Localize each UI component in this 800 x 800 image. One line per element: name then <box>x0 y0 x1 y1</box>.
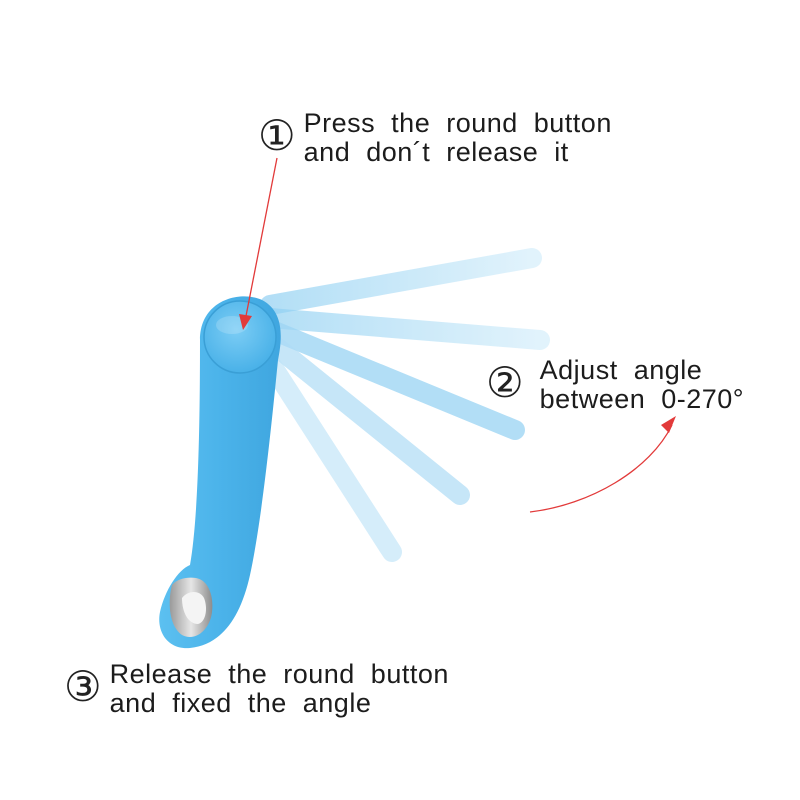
step-1-number: ① <box>258 111 296 160</box>
step-2-line-2: between 0-270° <box>539 384 745 414</box>
step-2-instruction: ② Adjust angle between 0-270° <box>486 356 744 414</box>
step-1-text: Press the round button and don´t release… <box>304 109 612 167</box>
ghost-arm-5 <box>252 340 402 562</box>
step-2-line-1: Adjust angle <box>539 355 703 385</box>
step-1-instruction: ① Press the round button and don´t relea… <box>258 109 612 167</box>
stand-hook-inner <box>182 592 206 624</box>
step-3-line-1: Release the round button <box>109 659 449 689</box>
ghost-arm-1 <box>260 248 542 315</box>
step-3-text: Release the round button and fixed the a… <box>110 660 449 718</box>
pointer-arrow-icon <box>239 157 278 330</box>
ghost-arm-3 <box>262 320 525 440</box>
ghost-arm-positions <box>252 248 550 562</box>
hinge-button-icon <box>203 300 277 374</box>
rotation-arrow-icon <box>529 416 676 513</box>
step-1-line-2: and don´t release it <box>303 137 569 167</box>
step-3-instruction: ③ Release the round button and fixed the… <box>64 660 449 718</box>
step-2-text: Adjust angle between 0-270° <box>540 356 744 414</box>
ghost-arm-4 <box>258 330 470 505</box>
step-1-line-1: Press the round button <box>303 108 612 138</box>
step-2-number: ② <box>486 358 524 407</box>
step-3-number: ③ <box>64 662 102 711</box>
ghost-arm-2 <box>260 308 550 350</box>
step-3-line-2: and fixed the angle <box>109 688 372 718</box>
phone-stand <box>159 296 281 649</box>
stand-arm <box>159 296 281 649</box>
